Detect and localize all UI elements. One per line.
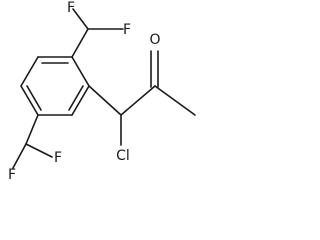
ring-bond-upper-right xyxy=(71,56,90,87)
bond-lower-c-to-fluorine-right xyxy=(25,143,53,158)
benzene-ring xyxy=(20,56,90,116)
molecule-structure-diagram: F F O F F Cl xyxy=(8,0,196,183)
ring-bond-upper-left xyxy=(20,56,39,87)
lower-difluoromethyl-group xyxy=(12,114,53,169)
fluorine-atom-lower-left: F xyxy=(8,167,16,183)
ring-bond-lower-right xyxy=(71,85,90,116)
chloroacetonyl-side-chain xyxy=(88,50,196,146)
fluorine-atom-lower-right: F xyxy=(54,150,62,166)
bond-lower-c-to-fluorine-left xyxy=(12,143,27,169)
bond-carbonyl-to-methyl xyxy=(154,85,196,116)
ring-bond-lower-left xyxy=(20,85,39,116)
chlorine-atom: Cl xyxy=(116,148,130,164)
ring-double-bond-lower-left xyxy=(26,85,42,111)
bond-ring-to-upper-chf2 xyxy=(71,28,89,58)
ring-double-bond-lower-right xyxy=(68,85,84,111)
fluorine-atom-upper-left: F xyxy=(67,0,75,16)
fluorine-atom-upper-right: F xyxy=(123,22,131,38)
bond-alpha-carbon-to-carbonyl xyxy=(120,85,156,116)
upper-difluoromethyl-group xyxy=(71,8,124,58)
bond-ring-to-lower-chf2 xyxy=(25,114,39,145)
oxygen-atom: O xyxy=(149,32,160,48)
bond-ring-to-alpha-carbon xyxy=(88,85,122,116)
bond-upper-c-to-fluorine-left xyxy=(72,8,89,30)
